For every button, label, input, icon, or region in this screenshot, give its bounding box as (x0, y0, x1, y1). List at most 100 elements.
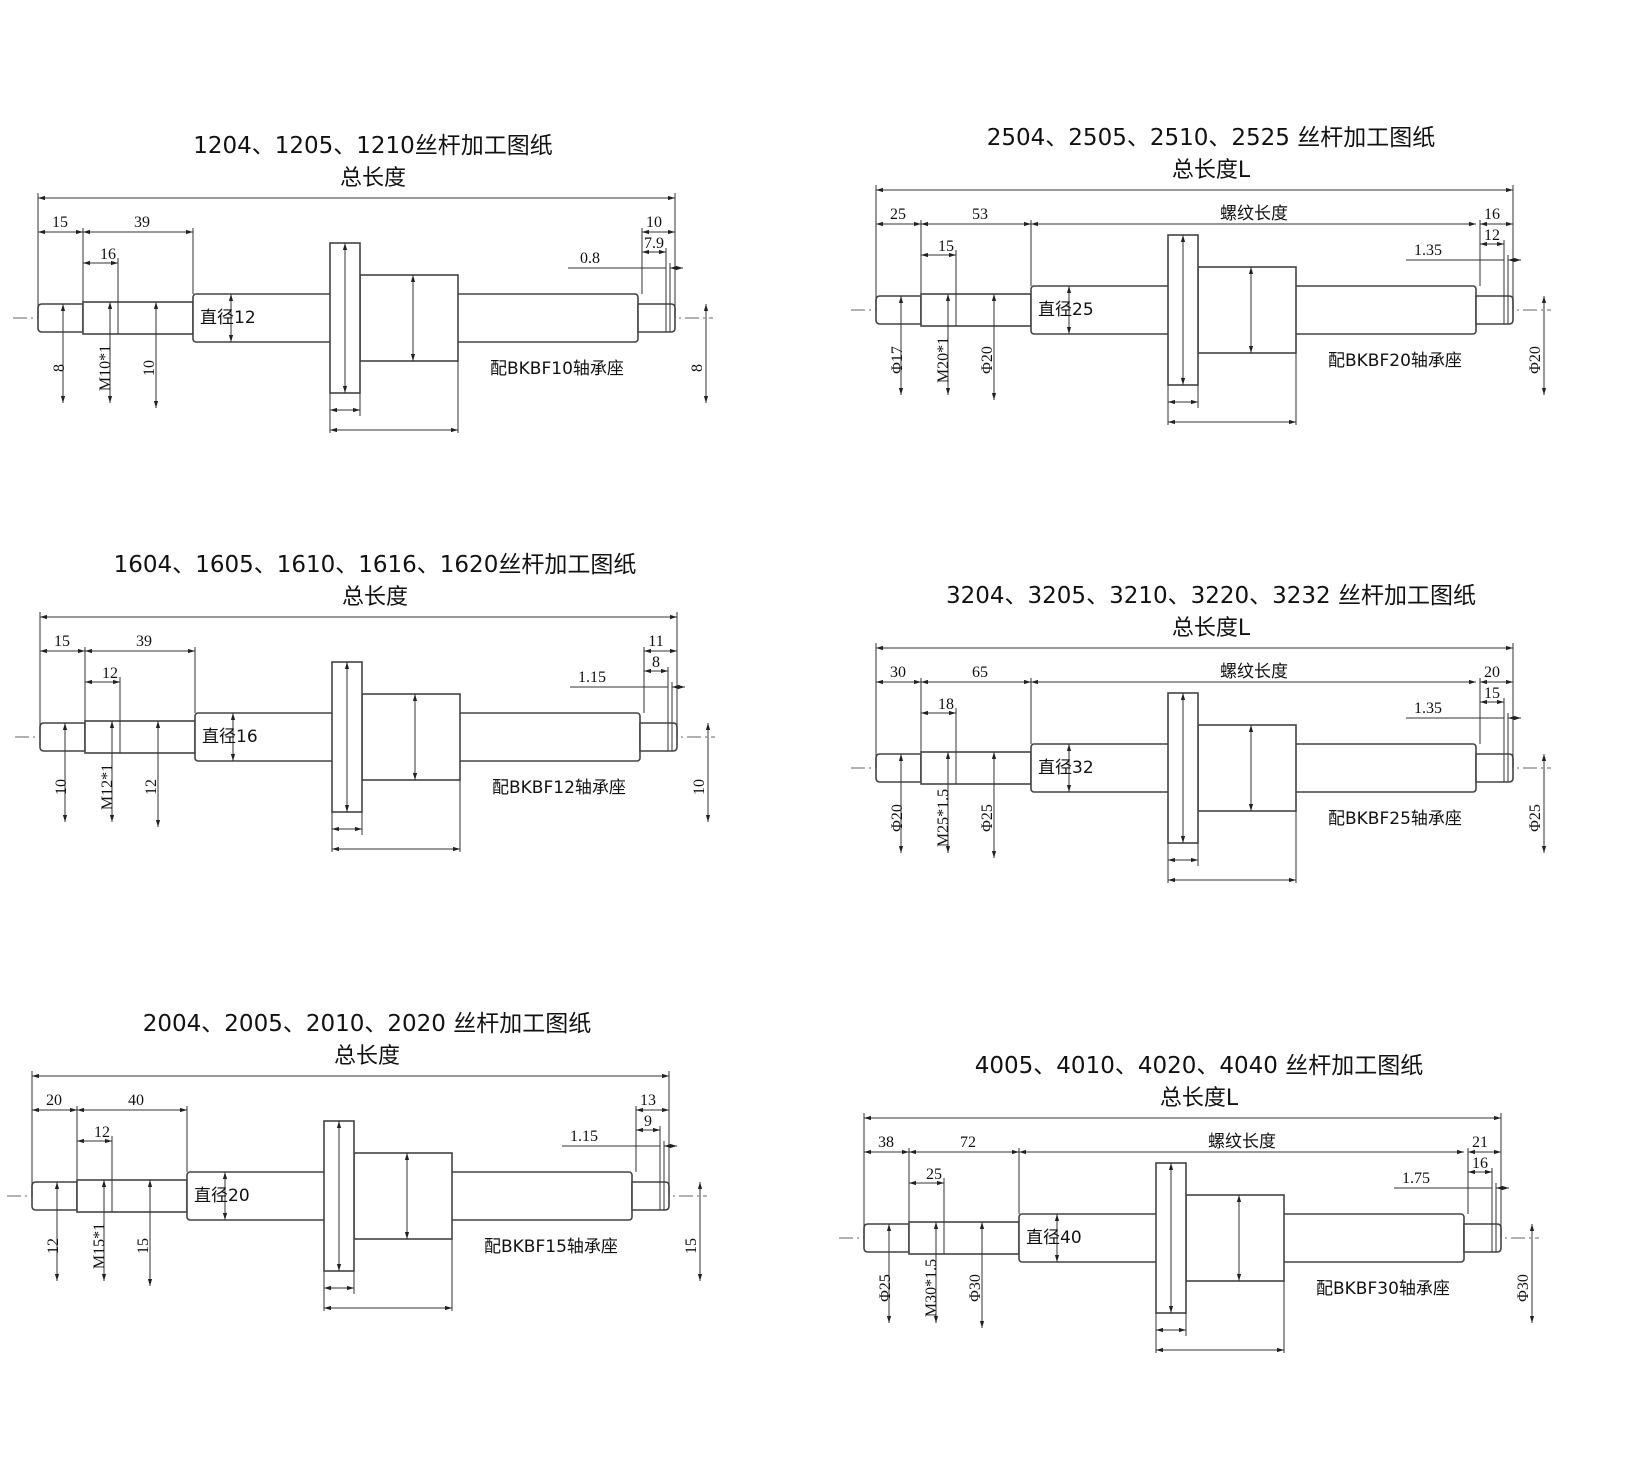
right-diameter-label: Φ30 (1515, 1274, 1532, 1302)
ball-nut-body (353, 1152, 453, 1240)
shaft-diameter-label: 直径40 (1026, 1228, 1082, 1248)
right-journal (639, 722, 678, 752)
drawing-title: 4005、4010、4020、4040 丝杆加工图纸 (975, 1053, 1423, 1079)
dim-left-b: 39 (134, 214, 150, 231)
ball-nut-body (359, 274, 459, 362)
right-journal (637, 303, 676, 333)
dim-left-b: 40 (128, 1092, 144, 1109)
dim-left-a: 30 (890, 664, 906, 681)
thread-spec-label: M25*1.5 (935, 789, 952, 847)
thread-length-label: 螺纹长度 (1220, 204, 1288, 224)
thread-spec-label: M15*1 (91, 1223, 108, 1269)
dim-left-a: 20 (46, 1092, 62, 1109)
total-length-label: 总长度 (340, 166, 406, 191)
bearing-note: 配BKBF15轴承座 (484, 1237, 618, 1257)
drawing-title: 2004、2005、2010、2020 丝杆加工图纸 (143, 1011, 591, 1037)
end-diameter-label: 10 (53, 779, 70, 795)
dim-right-a: 13 (640, 1092, 656, 1109)
dim-right-a: 21 (1472, 1134, 1488, 1151)
dim-right-a: 20 (1484, 664, 1500, 681)
end-journal (875, 753, 922, 783)
right-journal (1475, 753, 1514, 783)
right-journal (1475, 295, 1514, 325)
right-diameter-label: 10 (691, 779, 708, 795)
thread-spec-label: M10*1 (97, 345, 114, 391)
drawing-title: 3204、3205、3210、3220、3232 丝杆加工图纸 (946, 583, 1476, 609)
thread-spec-label: M12*1 (99, 764, 116, 810)
thread-section (82, 301, 194, 335)
dim-right-b: 16 (1472, 1155, 1488, 1172)
end-diameter-label: 8 (51, 364, 68, 372)
shaft-diameter-label: 直径20 (194, 1186, 250, 1206)
dim-left-b: 72 (960, 1134, 976, 1151)
thread-section (920, 751, 1032, 785)
bearing-note: 配BKBF12轴承座 (492, 778, 626, 798)
dim-left-b: 65 (972, 664, 988, 681)
drawing-title: 2504、2505、2510、2525 丝杆加工图纸 (987, 125, 1435, 151)
total-length-label: 总长度 (342, 585, 408, 610)
end-journal (875, 295, 922, 325)
thread-section (920, 293, 1032, 327)
dim-left-a: 25 (890, 206, 906, 223)
dim-left-a: 15 (54, 633, 70, 650)
dim-right-b: 12 (1484, 227, 1500, 244)
drawing-title: 1204、1205、1210丝杆加工图纸 (193, 133, 553, 159)
right-journal (1463, 1223, 1502, 1253)
right-journal (631, 1181, 670, 1211)
mid-diameter-label: 12 (143, 779, 160, 795)
dim-left-sub: 18 (938, 696, 954, 713)
dim-right-b: 7.9 (644, 235, 664, 252)
end-journal (37, 303, 84, 333)
total-length-label: 总长度L (1172, 158, 1251, 183)
right-diameter-label: Φ20 (1527, 346, 1544, 374)
ball-nut-body (1197, 266, 1297, 354)
total-length-label: 总长度L (1160, 1086, 1239, 1111)
end-journal (863, 1223, 910, 1253)
dim-left-sub: 16 (100, 246, 116, 263)
dim-left-b: 39 (136, 633, 152, 650)
thread-spec-label: M20*1 (935, 337, 952, 383)
thread-spec-label: M30*1.5 (923, 1259, 940, 1317)
dim-left-sub: 12 (102, 665, 118, 682)
mid-diameter-label: Φ20 (979, 346, 996, 374)
end-diameter-label: Φ17 (889, 346, 906, 374)
dim-groove: 1.35 (1414, 700, 1442, 717)
mid-diameter-label: 15 (135, 1238, 152, 1254)
thread-section (84, 720, 196, 754)
shaft-diameter-label: 直径12 (200, 308, 256, 328)
ball-nut-body (1197, 724, 1297, 812)
shaft-diameter-label: 直径32 (1038, 758, 1094, 778)
dim-right-b: 15 (1484, 685, 1500, 702)
dim-right-b: 9 (644, 1113, 652, 1130)
ball-nut-body (361, 693, 461, 781)
drawing-title: 1604、1605、1610、1616、1620丝杆加工图纸 (114, 552, 637, 578)
total-length-label: 总长度L (1172, 616, 1251, 641)
bearing-note: 配BKBF20轴承座 (1328, 351, 1462, 371)
dim-right-a: 10 (646, 214, 662, 231)
dim-left-sub: 12 (94, 1124, 110, 1141)
end-diameter-label: Φ20 (889, 804, 906, 832)
end-diameter-label: 12 (45, 1238, 62, 1254)
end-diameter-label: Φ25 (877, 1274, 894, 1302)
dim-right-a: 16 (1484, 206, 1500, 223)
dim-left-a: 15 (52, 214, 68, 231)
mid-diameter-label: 10 (141, 360, 158, 376)
right-diameter-label: 8 (689, 364, 706, 372)
thread-length-label: 螺纹长度 (1220, 662, 1288, 682)
bearing-note: 配BKBF30轴承座 (1316, 1279, 1450, 1299)
dim-left-sub: 25 (926, 1166, 942, 1183)
thread-length-label: 螺纹长度 (1208, 1132, 1276, 1152)
dim-left-sub: 15 (938, 238, 954, 255)
bearing-note: 配BKBF25轴承座 (1328, 809, 1462, 829)
dim-groove: 0.8 (580, 250, 600, 267)
dim-right-a: 11 (648, 633, 663, 650)
mid-diameter-label: Φ30 (967, 1274, 984, 1302)
mid-diameter-label: Φ25 (979, 804, 996, 832)
dim-groove: 1.15 (578, 669, 606, 686)
